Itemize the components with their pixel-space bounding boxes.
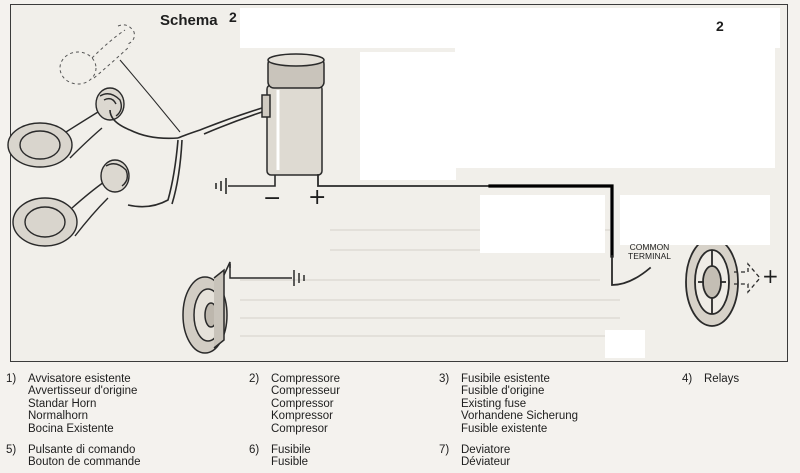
legend-number: 5) <box>6 444 17 456</box>
legend-line: Fusible existente <box>461 422 548 435</box>
air-hoses <box>109 59 263 208</box>
legend-line: Compressor <box>271 397 334 410</box>
legend-line: Vorhandene Sicherung <box>461 410 579 423</box>
legend-line: Compresor <box>271 422 328 435</box>
legend-line: Compresseur <box>271 385 341 398</box>
legend-line: Pulsante di comando <box>28 444 136 456</box>
common-terminal-line2: TERMINAL <box>628 251 671 261</box>
common-terminal-line1: COMMON <box>629 242 670 252</box>
redaction-mask-center <box>360 52 456 180</box>
horn-dashed-outline <box>59 24 135 85</box>
legend-line: Fusible d'origine <box>461 385 545 398</box>
redaction-mask-right <box>455 48 775 168</box>
legend-line: Fusible <box>271 456 309 469</box>
legend-number: 3) <box>439 373 450 385</box>
legend-line: Normalhorn <box>28 410 89 423</box>
legend-line: Bouton de commande <box>28 456 141 469</box>
legend-line: Bocina Existente <box>28 422 114 435</box>
legend-number: 2) <box>249 373 260 385</box>
plus-sign-output-label: + <box>762 264 779 288</box>
legend-line: Existing fuse <box>461 397 527 410</box>
standard-horn <box>182 261 231 354</box>
legend-line: Avvertisseur d'origine <box>28 385 138 398</box>
ground-symbol-compressor <box>215 175 276 194</box>
legend-line: Deviatore <box>461 444 511 456</box>
steering-wheel-terminal <box>685 237 739 327</box>
horn-upper <box>7 87 125 168</box>
legend-line: Compressore <box>271 373 341 385</box>
common-terminal-label: COMMON TERMINAL <box>628 243 671 261</box>
legend-line: Kompressor <box>271 410 333 423</box>
legend-number: 1) <box>6 373 17 385</box>
minus-sign-label: − <box>263 186 282 211</box>
legend-number: 4) <box>682 373 693 385</box>
compressor-positive-wire <box>317 174 652 286</box>
output-arrow <box>734 262 761 294</box>
legend-line: Relays <box>704 373 740 385</box>
ground-symbol-horn <box>229 264 305 286</box>
legend-line: Avvisatore esistente <box>28 373 131 385</box>
legend-line: Déviateur <box>461 456 511 469</box>
legend-line: Standar Horn <box>28 397 97 410</box>
redaction-mask-lower <box>480 195 605 253</box>
redaction-mask-bottom <box>605 330 645 358</box>
plus-sign-compressor-label: + <box>308 185 327 210</box>
diagram-title: Schema <box>160 12 218 29</box>
marker-left: 2 <box>229 9 237 25</box>
compressor <box>261 53 325 176</box>
marker-right: 2 <box>716 18 724 34</box>
redaction-mask-top <box>240 8 780 48</box>
legend-number: 6) <box>249 444 260 456</box>
legend-number: 7) <box>439 444 450 456</box>
horn-lower <box>12 159 130 247</box>
legend-line: Fusibile esistente <box>461 373 550 385</box>
redaction-mask-terminal <box>620 195 770 245</box>
legend-line: Fusibile <box>271 444 311 456</box>
